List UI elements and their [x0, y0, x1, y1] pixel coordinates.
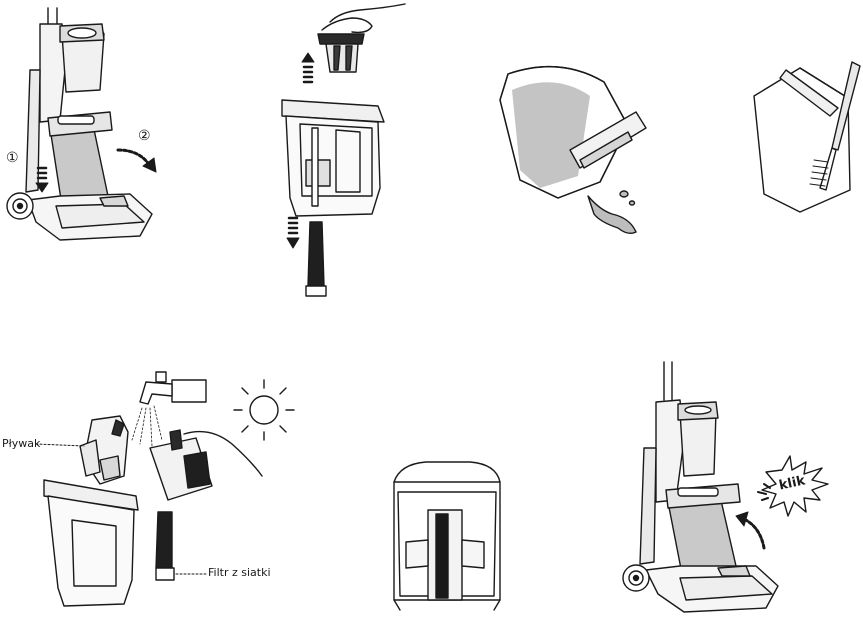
panel-tank-front [394, 462, 500, 610]
mesh-filter-label: Filtr z siatki [208, 566, 271, 579]
panel-brush-clean [754, 62, 860, 212]
sun-icon [234, 380, 294, 440]
step-1-label: ① [6, 150, 19, 166]
arrow-down-icon [287, 218, 299, 248]
arrow-curved-out-icon [118, 150, 156, 172]
arrow-curved-in-icon [736, 512, 764, 548]
float-label: Pływak [2, 437, 40, 450]
step-2-label: ② [138, 128, 151, 144]
panel-lift-filter [282, 4, 405, 296]
panel-remove-tank [7, 8, 156, 240]
panel-empty-water [500, 67, 646, 234]
arrow-up-icon [302, 53, 314, 82]
